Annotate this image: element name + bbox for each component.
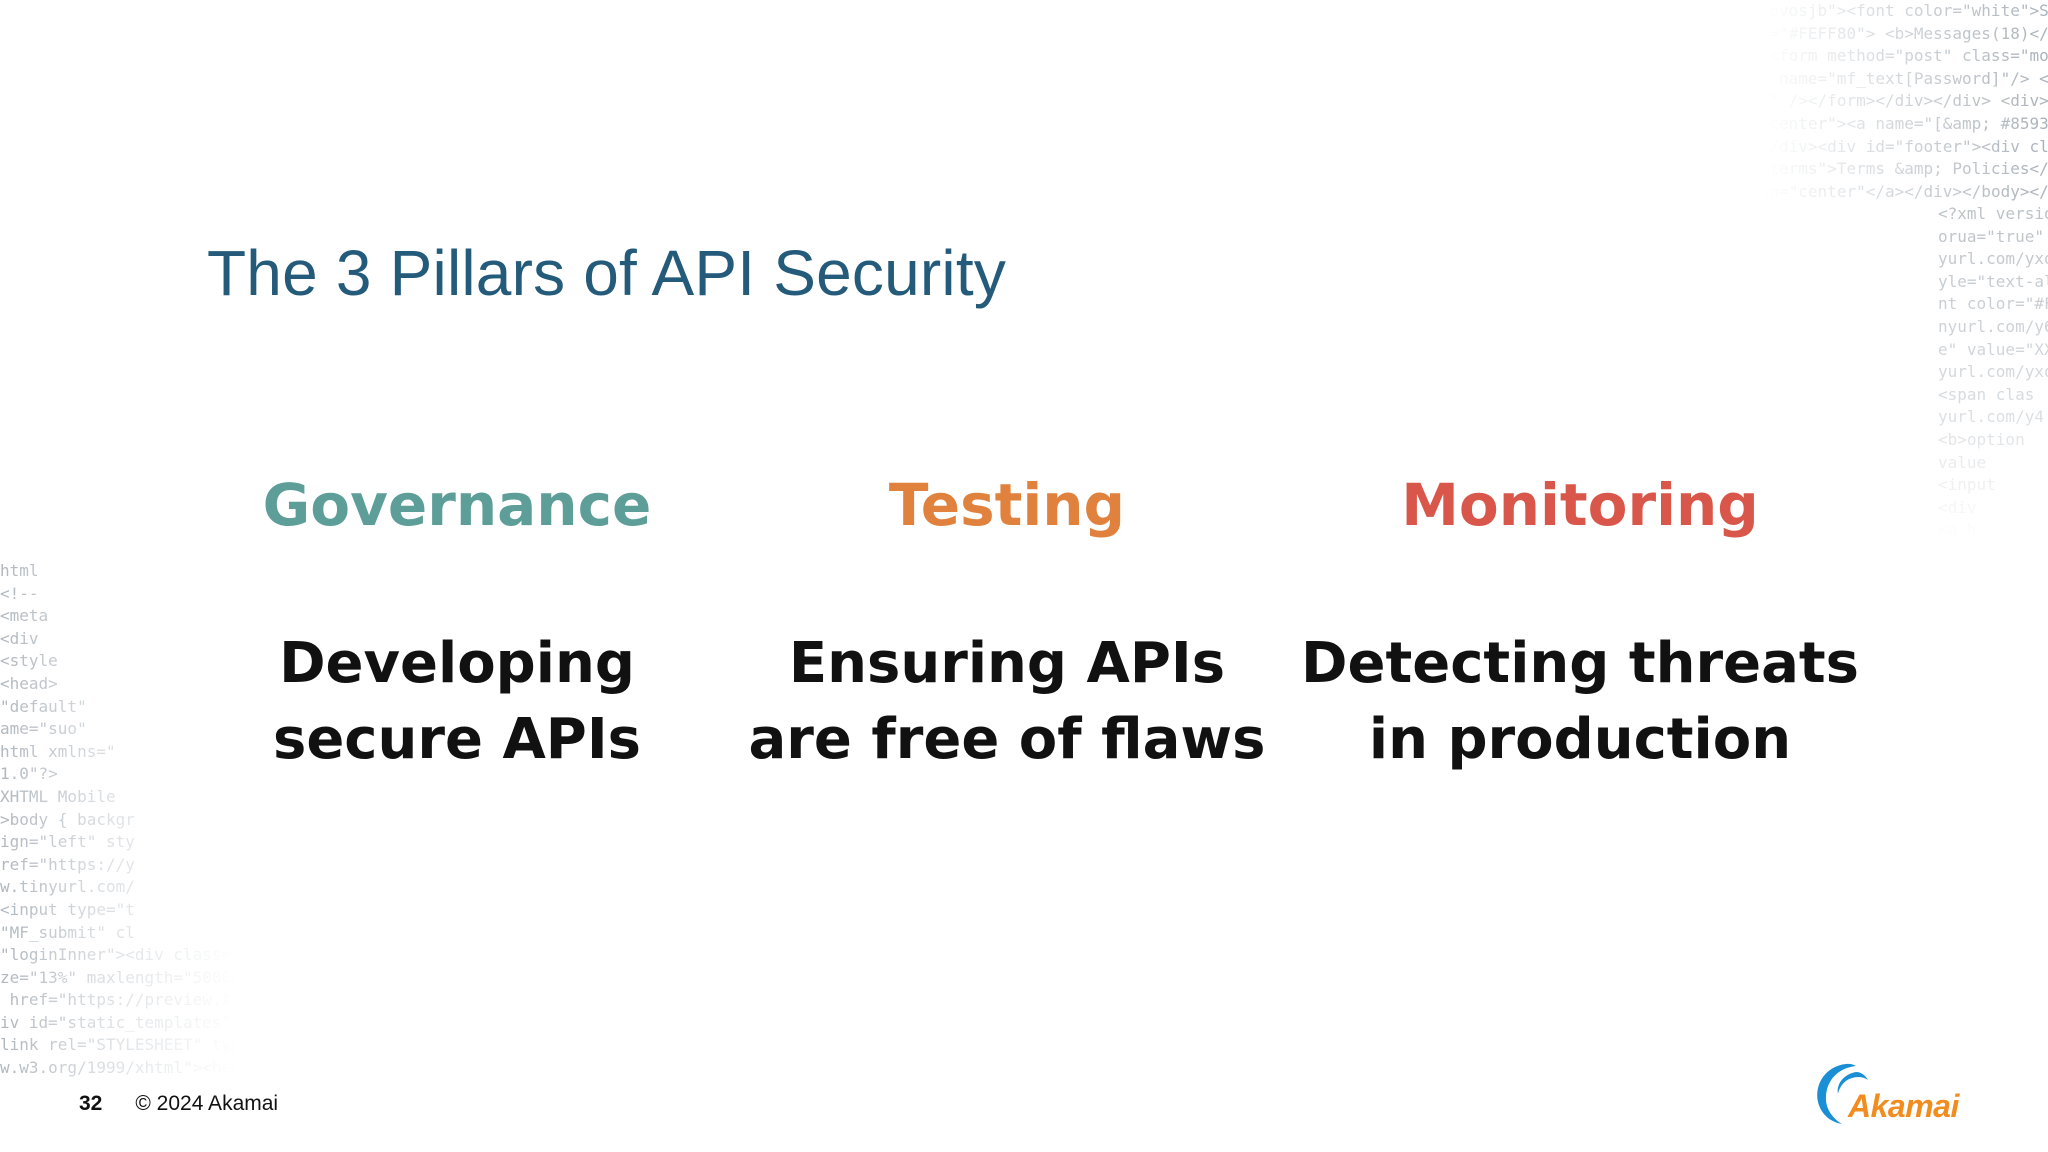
background-code-line: tinyurl.com/yxovosjb"><font color="white… (1634, 1, 2048, 20)
background-code-line: <input (1938, 475, 1996, 495)
background-code-line: w.w3.org/1999/xhtml"><head><title>Sign I… (0, 1058, 395, 1078)
background-code-line: nyurl.com/y6 (1938, 316, 2048, 336)
page-number: 32 (79, 1092, 103, 1115)
pillar-description: Ensuring APIs are free of flaws (727, 626, 1287, 778)
pillar-heading: Testing (888, 471, 1126, 539)
pillar-description-line: Ensuring APIs (788, 631, 1226, 696)
background-code-line: "MF_submit" cl (0, 922, 135, 942)
akamai-wave-icon (1817, 1063, 1868, 1124)
background-code-line: width:100%;" /></form></div></div> <div>… (1663, 91, 2048, 111)
background-code-top-right: tinyurl.com/yxovosjb"><font color="white… (1635, 0, 2048, 203)
background-code-line: value (1938, 452, 1987, 472)
akamai-logo-text: Akamai (1848, 1088, 1959, 1124)
background-code-line: <a href="/terms">Terms &amp; Policies</a… (1673, 159, 2048, 179)
pillar-monitoring: Monitoring Detecting threats in producti… (1300, 470, 1860, 778)
background-code-line: yle="text-al (1938, 271, 2048, 291)
background-code-line: <?xml versio (1938, 204, 2048, 223)
background-code-line: <div><div><form method="post" class="mob… (1673, 46, 2048, 66)
background-code-line: "loginInner"><div class="mf_ (0, 945, 270, 965)
background-code-line: w.tinyurl.com/ (0, 877, 135, 897)
background-code-line: XHTML Mobile (0, 786, 116, 806)
background-code-line: href="https://preview.tinyurl.com/ (0, 990, 338, 1010)
background-code-line: nt color="#F (1938, 294, 2048, 314)
slide-footer: 32 © 2024 Akamai (79, 1092, 278, 1116)
background-code-line: <a h (1938, 520, 1977, 540)
background-code-line: <div align="center"><a name="[&amp; #859… (1653, 113, 2048, 133)
background-code-line: <span clas (1938, 384, 2035, 404)
pillar-description-line: secure APIs (272, 707, 642, 772)
background-code-line: <font color="#FEFF80"> <b>Messages(18)</… (1663, 23, 2048, 43)
pillar-description: Developing secure APIs (177, 626, 737, 778)
background-code-line: ref="https://y (0, 854, 135, 874)
background-code-line: link rel="STYLESHEET" type="text/css" (0, 1035, 357, 1055)
background-code-line: </div><div id="footer"><div clas (1759, 136, 2048, 156)
copyright-text: © 2024 Akamai (135, 1092, 279, 1115)
akamai-logo: Akamai (1812, 1058, 1972, 1128)
pillar-governance: Governance Developing secure APIs (177, 470, 737, 778)
background-code-line: <b>option (1938, 429, 2025, 449)
background-code-line: <input type="t (0, 899, 135, 919)
pillar-description-line: Detecting threats (1301, 631, 1859, 696)
background-code-line: yurl.com/y4 (1938, 407, 2044, 427)
background-code-line: iv id="static_templates"><div id= (0, 1012, 318, 1032)
pillar-heading: Monitoring (1401, 471, 1759, 539)
slide-title: The 3 Pillars of API Security (207, 237, 1007, 309)
background-code-line: <div (1938, 497, 1977, 517)
pillar-description-line: are free of flaws (748, 707, 1266, 772)
pillar-description: Detecting threats in production (1300, 626, 1860, 778)
background-code-line: e" value="XX (1938, 339, 2048, 359)
background-code-line: yurl.com/yxo (1938, 362, 2048, 382)
background-code-line: orua="true" (1938, 226, 2044, 246)
background-code-line: ign="left" sty (0, 832, 135, 852)
pillar-heading: Governance (262, 471, 652, 539)
pillar-description-line: in production (1368, 707, 1792, 772)
background-code-line: <input name="mf_text[Password]"/> </d (1711, 68, 2048, 88)
background-code-line: <div align="center"</a></div></body></di (1682, 181, 2048, 201)
pillar-testing: Testing Ensuring APIs are free of flaws (727, 470, 1287, 778)
pillar-description-line: Developing (279, 631, 635, 696)
background-code-line: yurl.com/yxo (1938, 249, 2048, 269)
background-code-line: ze="13%" maxlength="50000" value (0, 967, 309, 987)
background-code-line: >body { backgr (0, 809, 135, 829)
